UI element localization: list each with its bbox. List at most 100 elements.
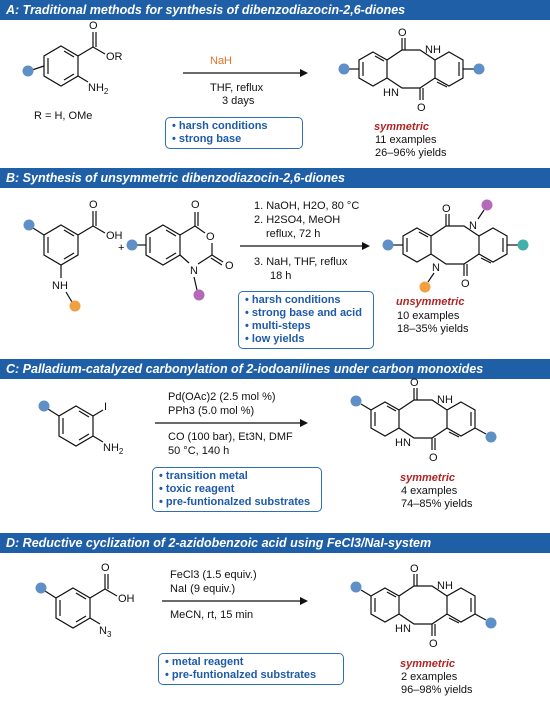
substituent-blue-icon bbox=[473, 63, 485, 75]
section-c-examples: 4 examples bbox=[401, 485, 458, 497]
substituent-blue-icon bbox=[38, 400, 50, 412]
substituent-blue-icon bbox=[23, 219, 35, 231]
note-item: multi-steps bbox=[245, 320, 367, 333]
section-a-examples: 11 examples bbox=[375, 134, 437, 146]
section-b-yields: 18–35% yields bbox=[397, 323, 469, 335]
atom-hn: HN bbox=[383, 87, 399, 99]
substituent-orange-icon bbox=[69, 300, 81, 312]
atom-o: O bbox=[225, 260, 234, 272]
substituent-orange-icon bbox=[419, 281, 431, 293]
section-a-cond-1: THF, reflux bbox=[210, 82, 264, 94]
atom-o: O bbox=[191, 199, 200, 211]
atom-oh: OH bbox=[106, 230, 123, 242]
note-item: pre-funtionalzed substrates bbox=[159, 496, 315, 509]
note-item: toxic reagent bbox=[159, 483, 315, 496]
section-c-cond-3: CO (100 bar), Et3N, DMF bbox=[168, 431, 293, 443]
atom-o: O bbox=[206, 231, 215, 243]
section-b-cond-2: 2. H2SO4, MeOH bbox=[254, 214, 341, 226]
substituent-blue-icon bbox=[350, 395, 362, 407]
substituent-teal-icon bbox=[517, 239, 529, 251]
note-item: strong base bbox=[172, 133, 296, 146]
atom-nh2: NH2 bbox=[103, 442, 124, 456]
section-d-notes: metal reagent pre-funtionalzed substrate… bbox=[158, 653, 344, 685]
atom-hn: HN bbox=[395, 623, 411, 635]
atom-o: O bbox=[429, 452, 438, 464]
note-item: transition metal bbox=[159, 470, 315, 483]
atom-o: O bbox=[417, 102, 426, 114]
atom-nh: NH bbox=[425, 44, 441, 56]
substituent-blue-icon bbox=[35, 582, 47, 594]
atom-o: O bbox=[410, 377, 419, 389]
note-item: low yields bbox=[245, 333, 367, 346]
atom-n3: N3 bbox=[99, 625, 112, 639]
section-c-product-tag: symmetric bbox=[400, 472, 456, 484]
atom-o: O bbox=[461, 278, 470, 290]
atom-nh: NH bbox=[52, 280, 68, 292]
atom-n: N bbox=[432, 262, 440, 274]
atom-o: O bbox=[442, 203, 451, 215]
atom-o: O bbox=[89, 20, 98, 32]
section-a-r-label: R = H, OMe bbox=[34, 110, 93, 122]
atom-oh: OH bbox=[118, 593, 135, 605]
plus-sign: + bbox=[118, 242, 124, 254]
section-c-notes: transition metal toxic reagent pre-funti… bbox=[152, 467, 322, 512]
section-a-product-tag: symmetric bbox=[374, 121, 430, 133]
section-c-cond-4: 50 °C, 140 h bbox=[168, 445, 230, 457]
section-b-title: B: Synthesis of unsymmetric dibenzodiazo… bbox=[0, 168, 550, 188]
substituent-blue-icon bbox=[382, 239, 394, 251]
atom-o: O bbox=[410, 563, 419, 575]
atom-i: I bbox=[104, 401, 107, 413]
atom-o: O bbox=[398, 27, 407, 39]
atom-o: O bbox=[101, 562, 110, 574]
section-b-cond-1: 1. NaOH, H2O, 80 °C bbox=[254, 200, 360, 212]
atom-nh: NH bbox=[437, 580, 453, 592]
substituent-purple-icon bbox=[193, 289, 205, 301]
atom-or: OR bbox=[106, 51, 123, 63]
section-c-cond-2: PPh3 (5.0 mol %) bbox=[168, 405, 255, 417]
atom-n: N bbox=[190, 265, 198, 277]
substituent-blue-icon bbox=[485, 431, 497, 443]
section-a-cond-2: 3 days bbox=[222, 95, 255, 107]
note-item: metal reagent bbox=[165, 656, 337, 669]
section-b-examples: 10 examples bbox=[397, 310, 460, 322]
section-d-product-tag: symmetric bbox=[400, 658, 456, 670]
note-item: pre-funtionalzed substrates bbox=[165, 669, 337, 682]
substituent-blue-icon bbox=[485, 617, 497, 629]
note-item: harsh conditions bbox=[172, 120, 296, 133]
substituent-blue-icon bbox=[350, 581, 362, 593]
section-d-title: D: Reductive cyclization of 2-azidobenzo… bbox=[0, 533, 550, 553]
section-b-cond-5: 18 h bbox=[270, 270, 292, 282]
section-d-cond-2: NaI (9 equiv.) bbox=[170, 583, 236, 595]
substituent-blue-icon bbox=[338, 63, 350, 75]
section-b-notes: harsh conditions strong base and acid mu… bbox=[238, 291, 374, 349]
section-a-yields: 26–96% yields bbox=[375, 147, 447, 159]
section-b-cond-4: 3. NaH, THF, reflux bbox=[254, 256, 348, 268]
section-d-yields: 96–98% yields bbox=[401, 684, 473, 696]
atom-o: O bbox=[429, 638, 438, 650]
atom-nh2: NH2 bbox=[88, 82, 109, 96]
atom-o: O bbox=[89, 199, 98, 211]
substituent-blue-icon bbox=[126, 239, 138, 251]
atom-nh: NH bbox=[437, 394, 453, 406]
section-d-examples: 2 examples bbox=[401, 671, 458, 683]
section-a-title: A: Traditional methods for synthesis of … bbox=[0, 0, 550, 20]
section-a-reagent: NaH bbox=[210, 55, 233, 67]
section-b-cond-3: reflux, 72 h bbox=[266, 228, 321, 240]
substituent-blue-icon bbox=[22, 65, 34, 77]
section-a-notes: harsh conditions strong base bbox=[165, 117, 303, 149]
substituent-purple-icon bbox=[481, 199, 493, 211]
note-item: harsh conditions bbox=[245, 294, 367, 307]
section-c-cond-1: Pd(OAc)2 (2.5 mol %) bbox=[168, 391, 276, 403]
